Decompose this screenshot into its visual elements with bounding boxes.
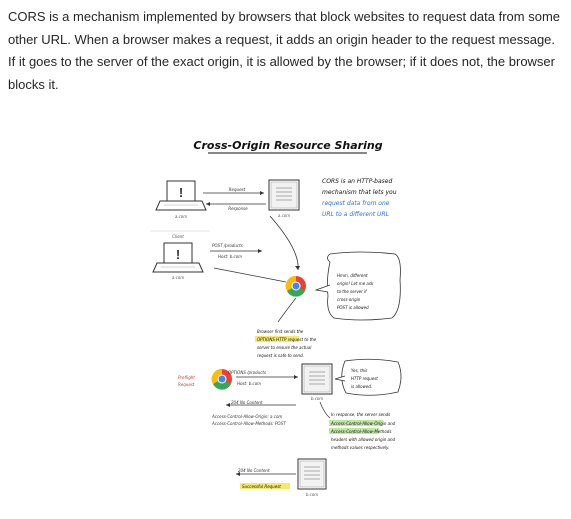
svg-text:headers with allowed origin an: headers with allowed origin and — [331, 437, 396, 442]
thought-line-4: cross-origin — [337, 297, 361, 302]
reply-bubble — [334, 358, 402, 396]
flow-arrow-3 — [277, 297, 297, 323]
client-label: Client — [172, 234, 184, 239]
success-highlight — [240, 483, 290, 489]
server3-origin: b.com — [306, 492, 318, 497]
thought-line-5: POST is allowed — [337, 305, 369, 310]
svg-text:Browser first sends the: Browser first sends the — [257, 329, 304, 334]
warning-icon: ! — [179, 185, 183, 200]
server1-origin: a.com — [278, 213, 290, 218]
final-no-content: 204 No Content — [238, 468, 270, 473]
server-icon-3 — [297, 458, 327, 490]
successful-request-label: Successful Request — [242, 484, 281, 489]
chrome-icon-2 — [211, 368, 232, 390]
preflight-host: Host: b.com — [237, 381, 261, 386]
preflight-label-2: Request — [178, 382, 195, 387]
host-header: Host: b.com — [218, 254, 242, 259]
svg-text:request is safe to send.: request is safe to send. — [257, 353, 304, 358]
svg-text:server to ensure the actual: server to ensure the actual — [257, 345, 312, 350]
reply-line-2: HTTP request — [351, 376, 378, 381]
response-label: Response — [228, 206, 248, 211]
svg-text:In response, the server sends: In response, the server sends — [331, 412, 390, 417]
server-icon-1 — [268, 179, 300, 211]
warning-icon: ! — [176, 247, 180, 262]
svg-text:Access-Control-Allow-Methods: Access-Control-Allow-Methods — [330, 429, 391, 434]
svg-text:Access-Control-Allow-Origin an: Access-Control-Allow-Origin and — [330, 421, 396, 426]
flow-arrow-2 — [213, 267, 287, 283]
flow-arrow-4 — [319, 401, 331, 419]
response-note: In response, the server sends Access-Con… — [329, 412, 396, 450]
thought-line-1: Hmm, different — [337, 273, 368, 278]
cors-note: CORS is an HTTP-based mechanism that let… — [322, 178, 397, 218]
no-content-label: 204 No Content — [231, 400, 263, 405]
flow-arrow-1 — [269, 215, 299, 271]
thought-line-2: origin! Let me ask — [337, 281, 374, 286]
server2-origin: b.com — [311, 396, 323, 401]
preflight-label-1: Preflight — [178, 375, 195, 380]
post-path: POST /products — [212, 243, 243, 248]
client1-origin: a.com — [175, 214, 187, 219]
svg-text:request data from one: request data from one — [322, 200, 390, 207]
diagram-title: Cross-Origin Resource Sharing — [193, 139, 382, 152]
svg-text:OPTIONS HTTP request to the: OPTIONS HTTP request to the — [257, 337, 317, 342]
client-laptop-1: ! — [155, 180, 207, 211]
svg-text:CORS is an HTTP-based: CORS is an HTTP-based — [322, 178, 392, 185]
chrome-icon-1 — [285, 275, 306, 297]
client-laptop-2: ! — [152, 242, 204, 273]
intro-paragraph: CORS is a mechanism implemented by brows… — [8, 9, 561, 92]
options-path: OPTIONS /products — [228, 370, 266, 375]
request-label: Request — [229, 187, 246, 192]
svg-text:methods values respectively.: methods values respectively. — [331, 445, 389, 450]
svg-text:mechanism that lets you: mechanism that lets you — [322, 189, 397, 196]
svg-text:URL to a different URL: URL to a different URL — [322, 211, 389, 218]
reply-line-3: is allowed. — [351, 384, 372, 389]
allow-methods-header: Access-Control-Allow-Methods: POST — [211, 421, 286, 426]
thought-line-3: to the server if — [337, 289, 367, 294]
server-icon-2 — [301, 363, 333, 395]
thought-bubble — [314, 251, 401, 321]
allow-origin-header: Access-Control-Allow-Origin: a.com — [211, 414, 282, 419]
client2-origin: a.com — [172, 275, 184, 280]
reply-line-1: Yes, this — [351, 368, 367, 373]
explain-text: Browser first sends the OPTIONS HTTP req… — [255, 329, 317, 358]
